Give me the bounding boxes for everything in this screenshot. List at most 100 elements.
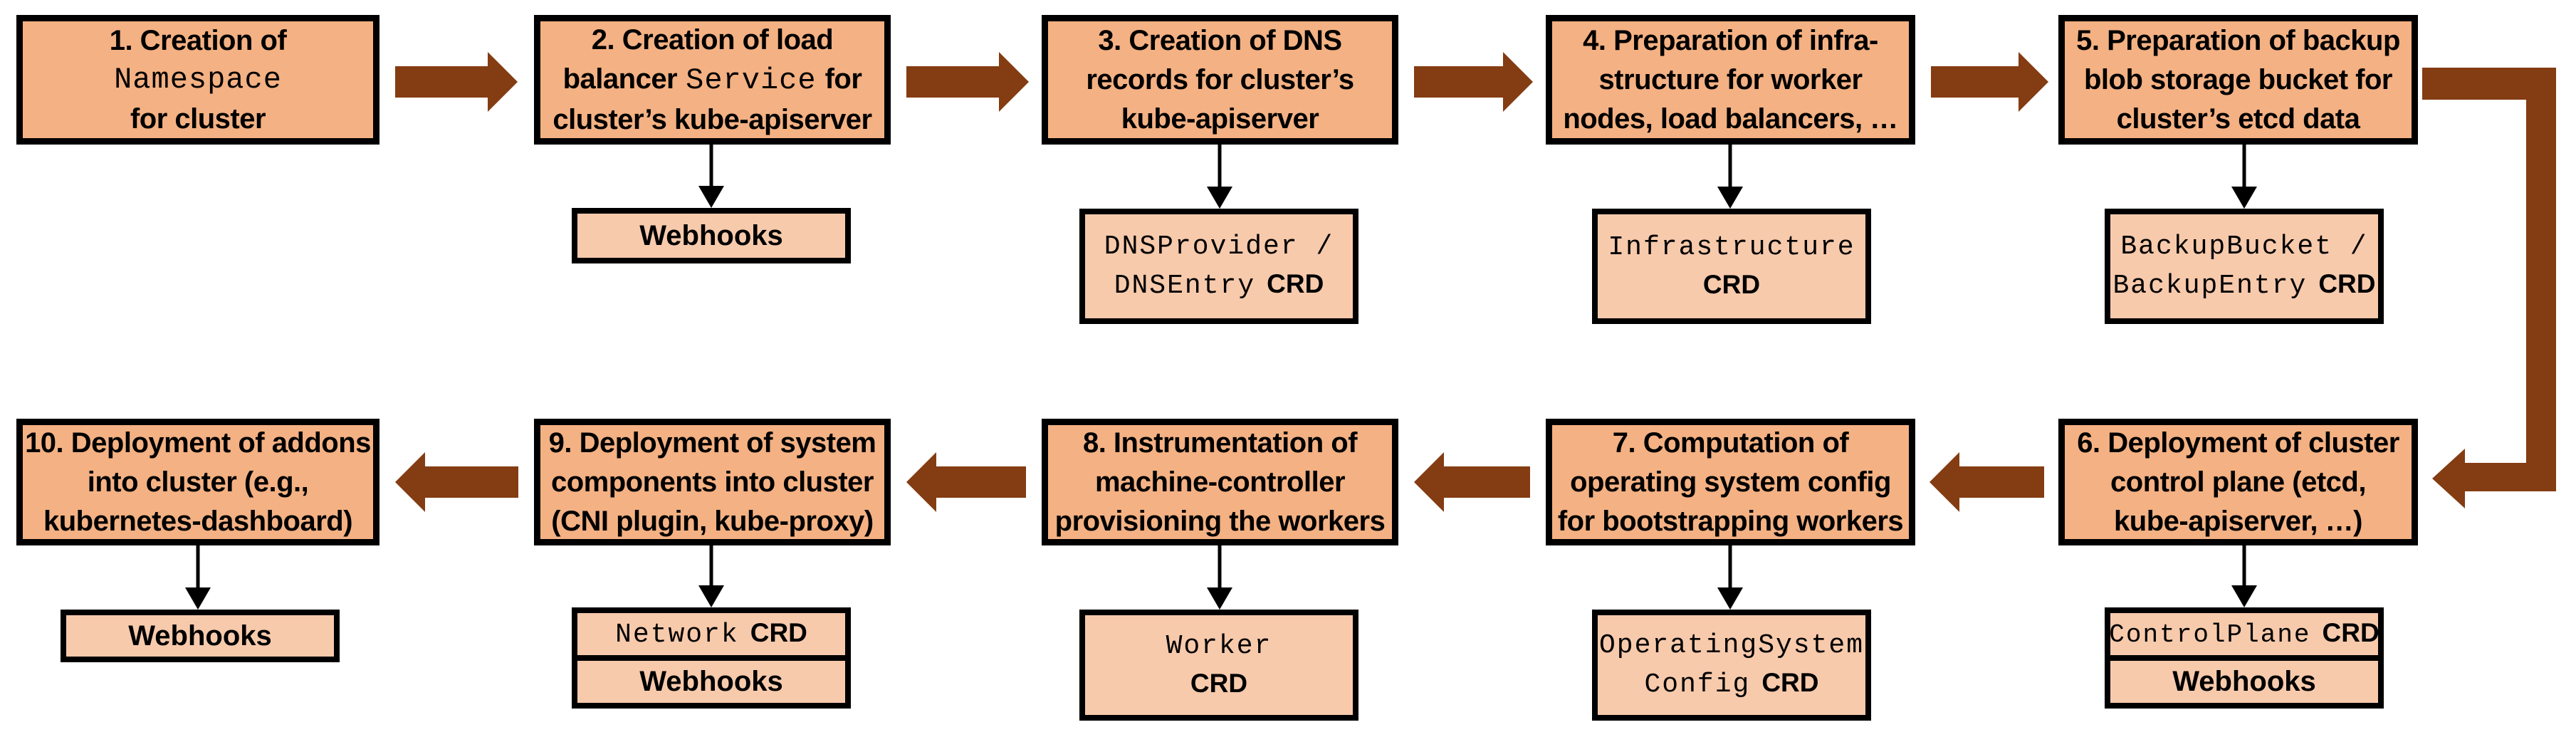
artifact-box-backup-crd: BackupBucket / BackupEntry CRD: [2105, 209, 2384, 324]
code-text: Infrastructure: [1608, 232, 1855, 263]
code-line: DNSProvider /: [1104, 229, 1334, 266]
artifact-box-dns-crd: DNSProvider / DNSEntry CRD: [1079, 209, 1358, 324]
step-text: kubernetes-dashboard): [43, 505, 353, 537]
crd-label: CRD: [2318, 268, 2376, 298]
down-arrow-step5-backup-icon: [2230, 145, 2258, 209]
code-line: Worker: [1166, 628, 1272, 665]
step-line: provisioning the workers: [1055, 502, 1386, 541]
crd-label: CRD: [1702, 270, 1761, 299]
down-arrow-step8-worker-icon: [1205, 545, 1234, 610]
step-box-1: 1. Creation of Namespace for cluster: [16, 15, 379, 145]
step-box-10: 10. Deployment of addons into cluster (e…: [16, 419, 379, 545]
crd-label: CRD: [750, 618, 807, 647]
step-text: into cluster (e.g.,: [87, 466, 309, 498]
step-text: kube-apiserver: [1121, 103, 1319, 135]
step-line: 7. Computation of: [1613, 424, 1849, 463]
artifact-box-osc-crd: OperatingSystem Config CRD: [1592, 610, 1871, 721]
step-line: 6. Deployment of cluster: [2077, 424, 2399, 463]
flow-arrow-left-7-8-icon: [1414, 452, 1530, 512]
down-arrow-step2-webhooks-icon: [697, 145, 726, 208]
step-line: balancer Service for: [563, 60, 862, 100]
crd-label: CRD: [2322, 618, 2379, 647]
artifact-box-infrastructure-crd: Infrastructure CRD: [1592, 209, 1871, 324]
step-box-7: 7. Computation of operating system confi…: [1546, 419, 1915, 545]
artifact-stack-network: Network CRD Webhooks: [572, 607, 851, 709]
step-line: for cluster: [130, 100, 266, 139]
webhooks-label: Webhooks: [2172, 666, 2316, 697]
step-text: machine-controller: [1094, 466, 1346, 498]
code-line: DNSEntry CRD: [1114, 266, 1324, 305]
step-line: 9. Deployment of system: [549, 424, 876, 463]
flow-arrow-right-2-3-icon: [906, 52, 1029, 112]
code-line: Network CRD: [615, 615, 807, 654]
flow-arrow-left-6-7-icon: [1930, 452, 2044, 512]
step-line: 5. Preparation of backup: [2076, 21, 2400, 61]
step-text: (CNI plugin, kube-proxy): [551, 505, 874, 537]
step-text: balancer: [562, 63, 678, 95]
code-text: Worker: [1166, 631, 1272, 662]
step-text: 2. Creation of load: [591, 23, 834, 56]
artifact-cell-network-crd: Network CRD: [572, 607, 851, 661]
flow-arrow-left-8-9-icon: [906, 452, 1026, 512]
step-box-6: 6. Deployment of cluster control plane (…: [2058, 419, 2418, 545]
crd-label: CRD: [1267, 268, 1324, 298]
flow-arrow-left-9-10-icon: [395, 452, 518, 512]
code-line: CRD: [1190, 665, 1247, 702]
step-text: blob storage bucket for: [2084, 63, 2393, 95]
down-arrow-step10-webhooks-icon: [184, 545, 212, 610]
code-text: BackupBucket /: [2120, 231, 2368, 262]
artifact-cell-controlplane-crd: ControlPlane CRD: [2105, 607, 2384, 661]
step-box-5: 5. Preparation of backup blob storage bu…: [2058, 15, 2418, 145]
step-line: 8. Instrumentation of: [1083, 424, 1358, 463]
step-text: cluster’s etcd data: [2116, 103, 2360, 135]
down-arrow-step3-dns-icon: [1205, 145, 1234, 209]
step-text: 1. Creation of: [109, 24, 287, 56]
step-line: structure for worker: [1598, 61, 1863, 100]
step-box-9: 9. Deployment of system components into …: [534, 419, 891, 545]
step-box-3: 3. Creation of DNS records for cluster’s…: [1042, 15, 1398, 145]
step-line: cluster’s kube-apiserver: [553, 100, 872, 140]
step-text: structure for worker: [1598, 63, 1863, 95]
flow-arrow-right-3-4-icon: [1414, 52, 1533, 112]
artifact-box-webhooks-addons: Webhooks: [61, 610, 340, 662]
code-line: ControlPlane CRD: [2109, 615, 2379, 654]
step-text: operating system config: [1570, 466, 1891, 498]
step-line: nodes, load balancers, …: [1563, 100, 1898, 139]
crd-label: CRD: [1761, 667, 1819, 697]
webhooks-label: Webhooks: [128, 620, 272, 652]
flow-arrow-right-4-5-icon: [1931, 52, 2048, 112]
artifact-cell-controlplane-webhooks: Webhooks: [2105, 655, 2384, 709]
step-line: cluster’s etcd data: [2117, 100, 2360, 139]
step-line: 10. Deployment of addons: [25, 424, 371, 463]
webhooks-label: Webhooks: [639, 666, 783, 697]
step-line: kube-apiserver: [1121, 100, 1319, 139]
step-text: control plane (etcd,: [2110, 466, 2366, 498]
down-arrow-step4-infrastructure-icon: [1716, 145, 1744, 209]
step-text: for cluster: [130, 103, 266, 135]
step-line: into cluster (e.g.,: [88, 463, 309, 502]
step-line: records for cluster’s: [1086, 61, 1354, 100]
step-line: 3. Creation of DNS: [1098, 21, 1342, 61]
code-line: Config CRD: [1645, 664, 1819, 704]
step-box-4: 4. Preparation of infra- structure for w…: [1546, 15, 1915, 145]
step-line: control plane (etcd,: [2110, 463, 2366, 502]
crd-label: CRD: [1190, 669, 1248, 698]
step-text: records for cluster’s: [1086, 63, 1354, 95]
step-text: kube-apiserver, …): [2114, 505, 2362, 537]
down-arrow-step7-osc-icon: [1716, 545, 1744, 610]
step-text: for bootstrapping workers: [1557, 505, 1904, 537]
down-arrow-step9-network-icon: [697, 545, 726, 607]
webhooks-label: Webhooks: [639, 219, 783, 251]
step-line: kubernetes-dashboard): [43, 502, 353, 541]
artifact-box-worker-crd: Worker CRD: [1079, 610, 1358, 721]
step-text: 3. Creation of DNS: [1098, 24, 1342, 56]
step-text: 6. Deployment of cluster: [2077, 427, 2399, 459]
step-line: for bootstrapping workers: [1557, 502, 1904, 541]
code-line: BackupBucket /: [2120, 229, 2367, 266]
code-line: CRD: [1703, 266, 1760, 303]
step-line: Namespace: [114, 61, 282, 100]
code-text: BackupEntry: [2112, 270, 2308, 301]
code-text: Config: [1644, 669, 1751, 700]
artifact-cell-network-webhooks: Webhooks: [572, 655, 851, 709]
